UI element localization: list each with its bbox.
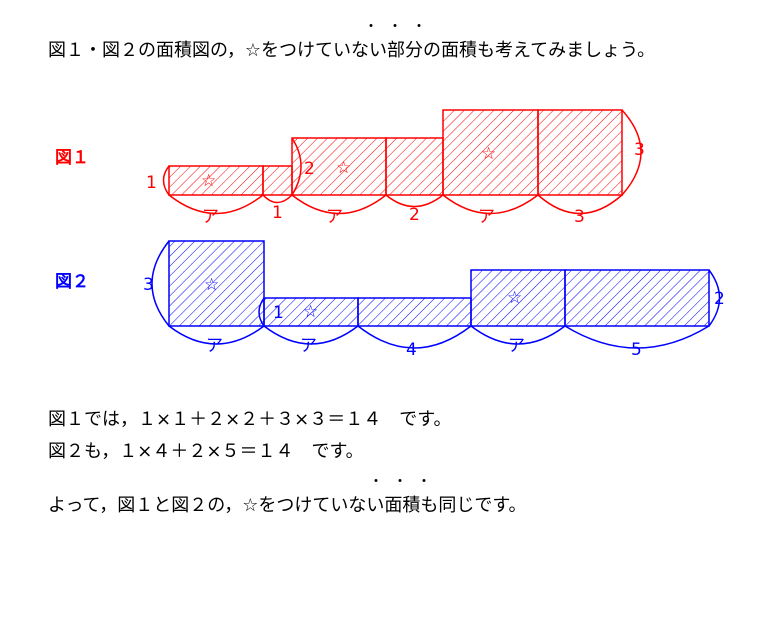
fig1-title: 図１ xyxy=(55,148,89,168)
figure-2 xyxy=(151,240,721,349)
fig1-label-height1: 1 xyxy=(146,173,157,193)
fig2-label-w5: 5 xyxy=(631,340,642,360)
fig2-rect-1a xyxy=(263,297,359,327)
fig1-label-a2: ア xyxy=(326,207,343,227)
star-icon: ☆ xyxy=(303,302,318,322)
fig1-label-w3: 3 xyxy=(574,207,585,227)
emphasis-dots: ・・・ xyxy=(364,19,436,35)
fig1-label-height3: 3 xyxy=(634,140,645,160)
fig1-rect-3x3 xyxy=(537,109,623,196)
fig1-rect-3a xyxy=(442,109,539,196)
star-icon: ☆ xyxy=(336,158,351,178)
fig1-rect-2x2 xyxy=(385,137,444,196)
intro-text: 図１・図２の面積図の，☆をつけていない部分の面積も考えてみましょう。 xyxy=(48,40,656,61)
fig2-braces xyxy=(151,240,721,349)
star-icon: ☆ xyxy=(507,288,522,308)
fig1-label-w2: 2 xyxy=(409,205,420,225)
conclusion-text: よって，図１と図２の，☆をつけていない面積も同じです。 xyxy=(48,495,527,516)
fig1-label-a1: ア xyxy=(202,207,219,227)
fig2-label-height2: 2 xyxy=(714,289,725,309)
fig2-label-a3: ア xyxy=(508,336,525,356)
fig2-title: 図２ xyxy=(55,272,89,292)
figure-1 xyxy=(162,109,642,215)
star-icon: ☆ xyxy=(204,275,219,295)
star-icon: ☆ xyxy=(201,171,216,191)
fig2-rect-1x4 xyxy=(357,297,472,327)
fig1-label-a3: ア xyxy=(478,207,495,227)
explanation-fig2: 図２も，１×４＋２×５＝１４ です。 xyxy=(48,441,364,462)
fig2-rect-2x5 xyxy=(564,269,710,327)
fig1-label-height2: 2 xyxy=(304,159,315,179)
explanation-fig1: 図１では，１×１＋２×２＋３×３＝１４ です。 xyxy=(48,409,452,430)
fig2-rect-3a xyxy=(168,240,265,327)
fig2-label-w4: 4 xyxy=(406,340,417,360)
star-icon: ☆ xyxy=(481,144,496,164)
emphasis-dots: ・・・ xyxy=(369,474,441,490)
fig2-label-height1: 1 xyxy=(273,303,284,323)
fig2-label-a2: ア xyxy=(300,336,317,356)
fig1-rect-1x1 xyxy=(262,165,293,196)
fig2-label-a1: ア xyxy=(206,336,223,356)
fig1-braces xyxy=(162,109,642,215)
fig1-label-w1: 1 xyxy=(272,203,283,223)
fig2-rect-2a xyxy=(470,269,566,327)
fig2-label-height3: 3 xyxy=(143,275,154,295)
fig1-rect-1a xyxy=(168,165,264,196)
